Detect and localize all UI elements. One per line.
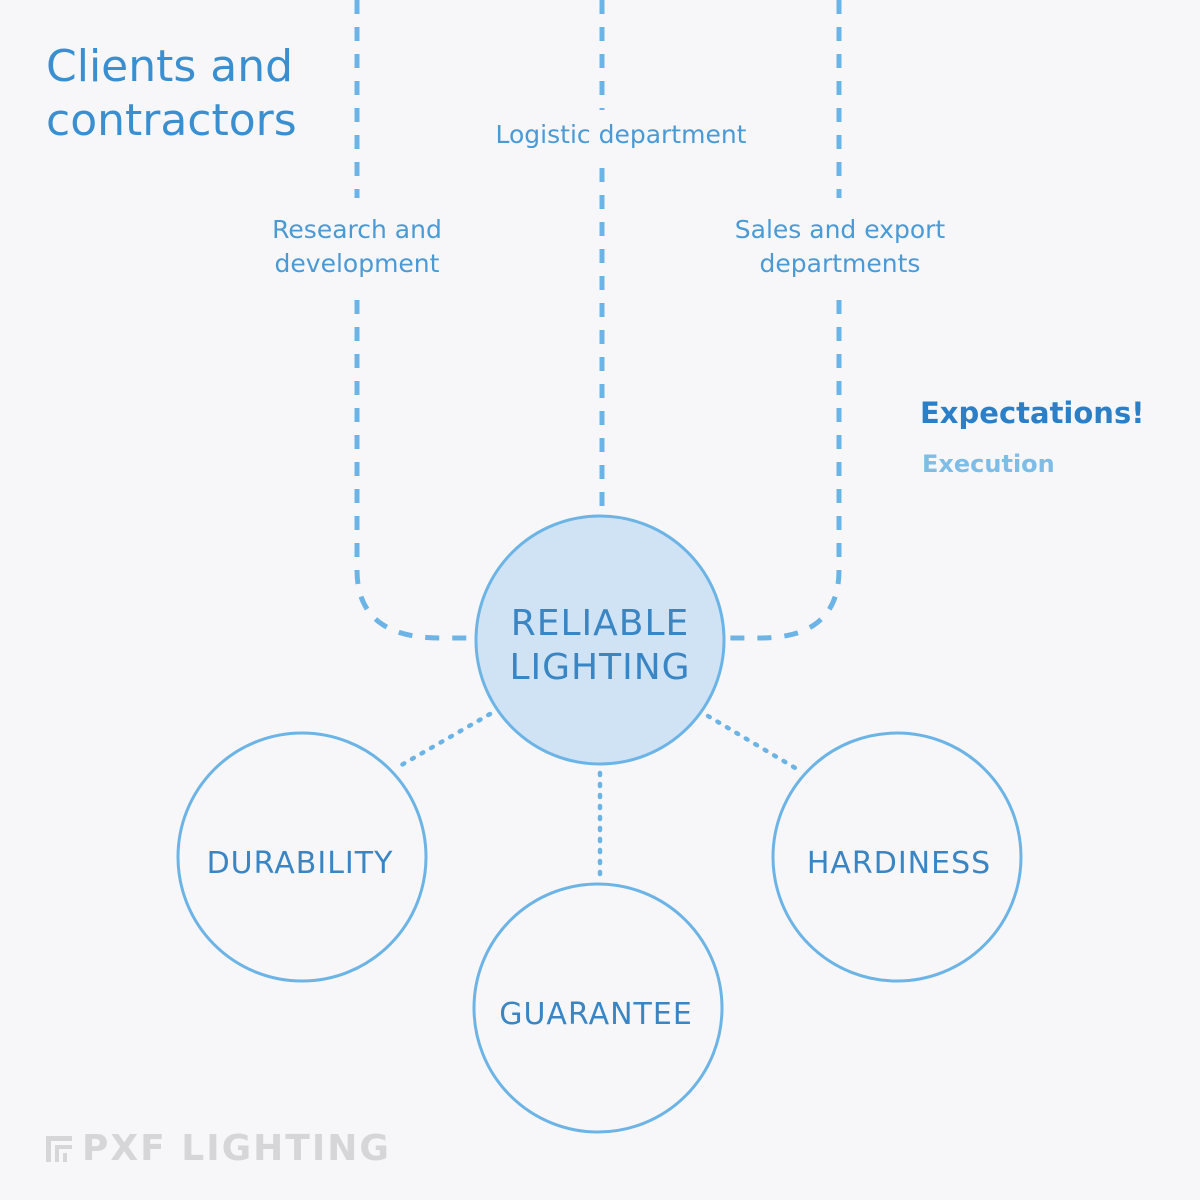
page-title: Clients and contractors xyxy=(46,40,297,148)
label-sales-line2: departments xyxy=(759,249,921,278)
label-research: Research and development xyxy=(272,213,442,281)
research-line xyxy=(354,0,475,641)
center-node: RELIABLE LIGHTING xyxy=(474,514,726,766)
label-logistic-line1: Logistic department xyxy=(495,120,747,149)
connector-hardiness xyxy=(705,713,805,775)
pxf-logo-icon xyxy=(46,1135,72,1162)
page-title-line1: Clients and xyxy=(46,41,294,92)
node-guarantee-label: GUARANTEE xyxy=(499,997,693,1032)
center-node-line2: LIGHTING xyxy=(509,647,690,688)
page-title-line2: contractors xyxy=(46,95,297,146)
center-node-line1: RELIABLE xyxy=(511,603,690,644)
node-hardiness-label: HARDINESS xyxy=(807,846,991,881)
connector-durability xyxy=(395,711,493,770)
label-research-line2: development xyxy=(274,249,440,278)
label-sales: Sales and export departments xyxy=(735,213,945,281)
legend-execution: Execution xyxy=(922,450,1055,478)
node-guarantee: GUARANTEE xyxy=(472,882,724,1134)
label-sales-line1: Sales and export xyxy=(734,215,946,244)
node-hardiness: HARDINESS xyxy=(771,731,1023,983)
watermark: PXF LIGHTING xyxy=(46,1128,391,1169)
node-durability: DURABILITY xyxy=(176,731,428,983)
legend-expectations: Expectations! xyxy=(920,396,1145,430)
node-durability-label: DURABILITY xyxy=(207,846,394,881)
label-research-line1: Research and xyxy=(272,215,442,244)
label-logistic: Logistic department xyxy=(496,118,747,152)
watermark-text: PXF LIGHTING xyxy=(82,1128,391,1169)
sales-line xyxy=(725,0,842,641)
